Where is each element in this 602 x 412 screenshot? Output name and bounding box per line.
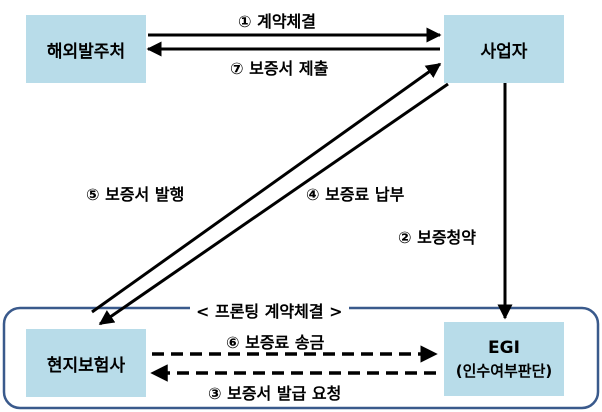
- node-egi-label: EGI: [488, 337, 520, 358]
- edge-label-submit-guarantee: ⑦ 보증서 제출: [230, 59, 329, 78]
- node-overseas-client-label: 해외발주처: [46, 41, 126, 62]
- edge-label-issue-guarantee: ⑤ 보증서 발행: [86, 185, 185, 204]
- node-overseas-client: 해외발주처: [26, 15, 146, 83]
- node-local-insurer: 현지보험사: [26, 329, 146, 397]
- frame-title: < 프론팅 계약체결 >: [190, 298, 349, 322]
- edge-label-request-issue: ③ 보증서 발급 요청: [208, 384, 342, 403]
- edge-label-apply-guarantee: ② 보증청약: [398, 228, 476, 247]
- edge-label-pay-premium: ④ 보증료 납부: [306, 185, 405, 204]
- node-contractor-label: 사업자: [480, 41, 528, 62]
- arrow-issue-guarantee: [91, 62, 442, 314]
- edge-label-contract: ① 계약체결: [238, 12, 316, 31]
- node-contractor: 사업자: [444, 15, 564, 83]
- node-egi-note: (인수여부판단): [455, 361, 553, 380]
- node-egi: EGI (인수여부판단): [444, 322, 564, 396]
- node-local-insurer-label: 현지보험사: [46, 355, 126, 376]
- edge-label-remit-premium: ⑥ 보증료 송금: [226, 333, 325, 352]
- arrow-pay-premium: [98, 82, 449, 326]
